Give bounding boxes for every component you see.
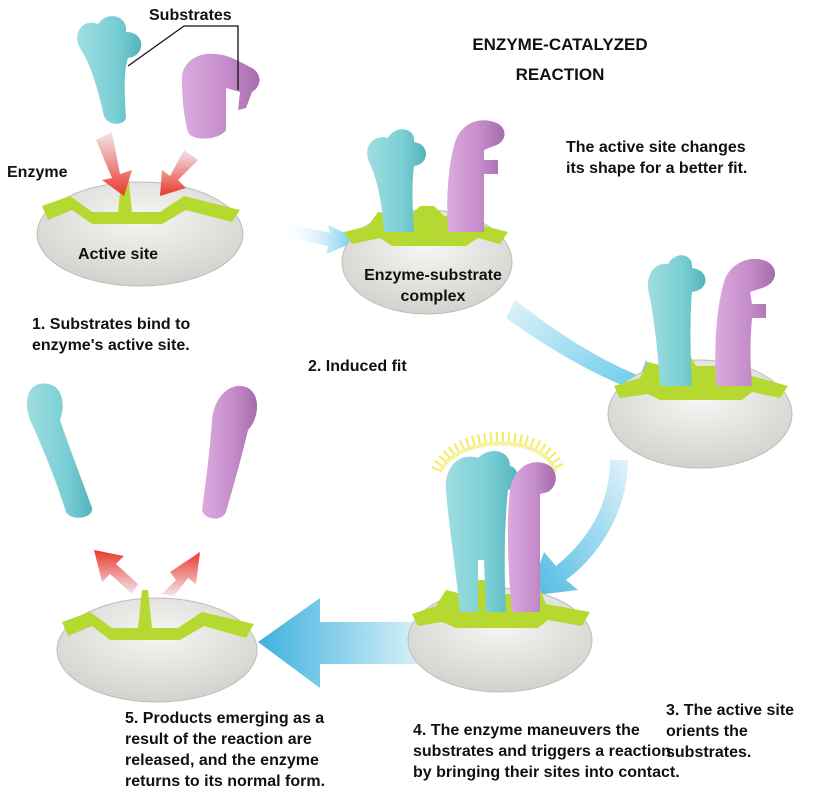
step-4-caption: 4. The enzyme maneuvers the substrates a… <box>413 720 680 783</box>
stage-1-enzyme <box>37 174 243 286</box>
substrates-label: Substrates <box>149 5 232 26</box>
step-2-caption: 2. Induced fit <box>308 356 407 377</box>
stage-5-product-violet <box>202 386 257 519</box>
stage-2-substrate-violet <box>447 120 504 232</box>
enzyme-label: Enzyme <box>7 162 67 183</box>
enzyme-substrate-complex-label: Enzyme-substrate complex <box>360 265 506 307</box>
flow-arrow-4-to-5 <box>258 598 420 688</box>
step-1-caption: 1. Substrates bind to enzyme's active si… <box>32 314 190 356</box>
step-3-caption: 3. The active site orients the substrate… <box>666 700 794 763</box>
stage-1-substrate-cyan <box>77 16 141 124</box>
stage-1-substrate-violet <box>182 54 260 139</box>
stage-5-release-arrows <box>94 550 200 596</box>
stage-3-substrate-violet <box>715 259 775 386</box>
stage-5-product-cyan <box>27 383 92 517</box>
step-5-caption: 5. Products emerging as a result of the … <box>125 708 325 792</box>
stage-5-enzyme <box>57 590 257 702</box>
stage-3-enzyme <box>608 352 792 468</box>
diagram-title: ENZYME-CATALYZED REACTION <box>462 30 658 90</box>
active-site-label: Active site <box>78 244 158 265</box>
shape-change-note: The active site changes its shape for a … <box>566 137 747 179</box>
